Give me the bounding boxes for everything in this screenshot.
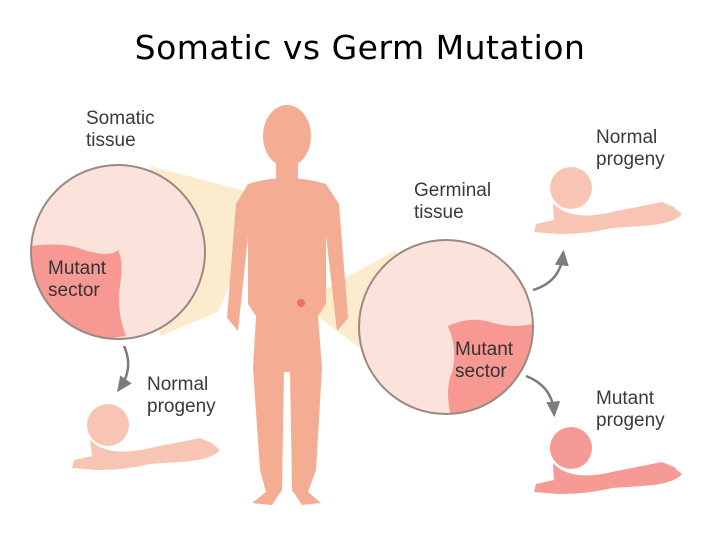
slide-title: Somatic vs Germ Mutation: [134, 28, 586, 67]
germ-to-normal-progeny-arrow: [532, 249, 569, 292]
germinal-tissue-marker: [297, 299, 305, 307]
germinal-tissue-circle: [358, 239, 534, 415]
somatic-to-progeny-arrow: [116, 345, 132, 393]
germ-mutant-baby-icon: [534, 427, 682, 494]
germ-normal-baby-icon: [534, 167, 682, 234]
human-body-figure: [227, 105, 348, 505]
somatic-normal-baby-icon: [72, 404, 220, 470]
germ-to-mutant-progeny-arrow: [525, 374, 561, 418]
